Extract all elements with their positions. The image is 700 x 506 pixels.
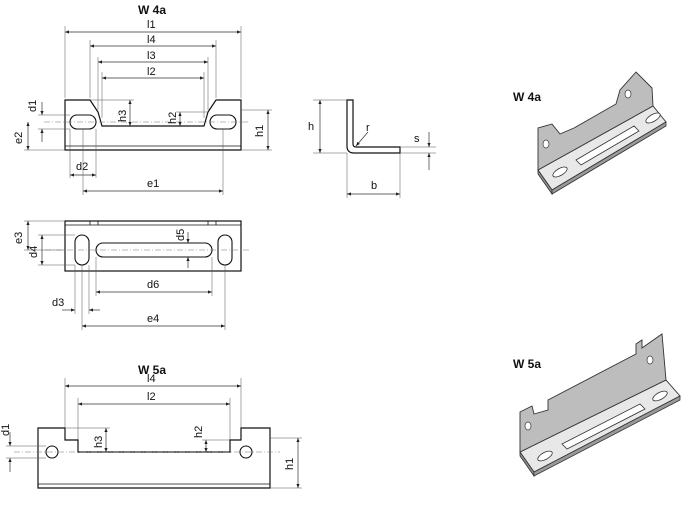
- w5a-iso-title: W 5a: [513, 357, 541, 371]
- w5a-dim-l4: l4: [147, 373, 156, 385]
- w5a-title: W 5a: [138, 363, 166, 377]
- dim-d1: d1: [27, 100, 39, 112]
- dim-l4: l4: [147, 34, 156, 46]
- dim-h: h: [308, 121, 314, 133]
- dim-l1: l1: [147, 19, 156, 31]
- w5a-dim-d1: d1: [0, 424, 12, 436]
- dim-e1: e1: [147, 178, 159, 190]
- dim-d3: d3: [52, 297, 64, 309]
- dim-h3: h3: [117, 110, 129, 122]
- dim-h1: h1: [254, 125, 266, 137]
- w4a-plan-view: e3 d4 d5 d6 d3 e4: [13, 220, 250, 330]
- dim-e4: e4: [147, 313, 159, 325]
- w4a-title: W 4a: [138, 3, 166, 17]
- w4a-iso-title: W 4a: [513, 90, 541, 104]
- w5a-front-view: W 5a l4 l2 d1 h3 h2 h1: [0, 363, 302, 489]
- w5a-isometric-view: W 5a: [513, 333, 681, 478]
- dim-d4: d4: [28, 246, 40, 258]
- w5a-dim-l2: l2: [147, 391, 156, 403]
- w4a-isometric-view: W 4a: [513, 71, 667, 196]
- angle-section-view: h r s b: [308, 99, 436, 198]
- dim-b: b: [371, 180, 377, 192]
- w4a-front-view: W 4a l1 l4 l3 l2 d1 e2: [13, 3, 272, 195]
- w5a-dim-h2: h2: [193, 426, 205, 438]
- dim-d2: d2: [76, 161, 88, 173]
- w5a-dim-h1: h1: [284, 458, 296, 470]
- w5a-dim-h3: h3: [93, 436, 105, 448]
- dim-h2: h2: [167, 112, 179, 124]
- dim-e2: e2: [13, 132, 25, 144]
- dim-r: r: [366, 122, 370, 134]
- dim-d5: d5: [175, 229, 187, 241]
- dim-d6: d6: [147, 279, 159, 291]
- dim-l3: l3: [147, 50, 156, 62]
- dim-l2: l2: [147, 66, 156, 78]
- dim-e3: e3: [13, 232, 25, 244]
- dim-s: s: [414, 133, 420, 145]
